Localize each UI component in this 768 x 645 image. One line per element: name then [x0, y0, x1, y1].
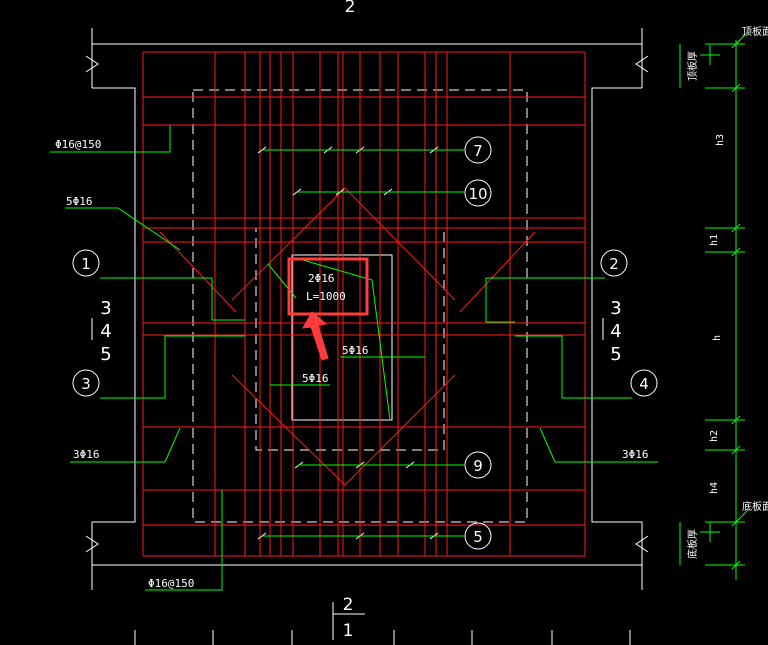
dim-h3: h3: [715, 134, 726, 146]
svg-text:4: 4: [610, 321, 621, 342]
side-numbers-right: 3 4 5: [610, 298, 621, 365]
highlight-box: [287, 257, 369, 316]
elevation-labels: 顶板面 顶板厚 底板面 底板厚: [686, 25, 768, 559]
rebar-ticks: [257, 146, 439, 540]
callout-3: [72, 369, 100, 397]
dimension-labels: h3 h1 h h2 h4: [709, 134, 726, 494]
highlight-line2: L=1000: [306, 290, 346, 303]
svg-text:4: 4: [100, 321, 111, 342]
section-mark-bottom-top: 2: [343, 595, 354, 615]
label-5phi16-right: 5Φ16: [342, 344, 369, 357]
label-5phi16-left: 5Φ16: [302, 372, 329, 385]
dim-h4: h4: [709, 482, 720, 494]
svg-text:3: 3: [610, 298, 621, 319]
callout-4-label: 4: [639, 375, 649, 393]
svg-text:5: 5: [100, 344, 111, 365]
callout-10: [464, 179, 492, 207]
leader-lines: [50, 31, 749, 591]
label-3phi16-right: 3Φ16: [622, 448, 649, 461]
dim-h1: h1: [709, 234, 720, 246]
callout-labels: 7 10 1 2 3 4 9 5: [81, 142, 649, 546]
side-numbers-left: 3 4 5: [100, 298, 111, 365]
callout-5-label: 5: [473, 528, 483, 546]
label-3phi16-left: 3Φ16: [73, 448, 100, 461]
label-top-slab: Φ16@150: [55, 138, 101, 151]
callout-1-label: 1: [81, 255, 91, 273]
section-mark-bottom: 2 1: [332, 595, 365, 641]
dim-h2: h2: [709, 430, 720, 442]
highlight-line1: 2Φ16: [308, 272, 335, 285]
svg-text:5: 5: [610, 344, 621, 365]
svg-text:3: 3: [100, 298, 111, 319]
dim-h: h: [712, 335, 723, 341]
callout-2-label: 2: [609, 255, 619, 273]
callout-7: [464, 136, 492, 164]
callouts: [72, 136, 658, 550]
section-mark-top: 2: [345, 0, 356, 17]
callout-2: [600, 249, 628, 277]
elevation-markers: [700, 45, 720, 542]
highlight-annotation: 2Φ16 L=1000: [287, 257, 369, 361]
elev-bottom-thickness: 底板厚: [686, 529, 699, 559]
bottom-ticks: [134, 630, 631, 645]
callout-1: [72, 249, 100, 277]
callout-5: [464, 522, 492, 550]
label-bottom-slab: Φ16@150: [148, 577, 194, 590]
label-5phi16-upper: 5Φ16: [66, 195, 93, 208]
callout-9: [464, 451, 492, 479]
callout-7-label: 7: [473, 142, 483, 160]
callout-3-label: 3: [81, 375, 91, 393]
concrete-outline: [85, 28, 649, 590]
callout-9-label: 9: [473, 457, 483, 475]
section-mark-bottom-bottom: 1: [343, 621, 354, 641]
elev-bottom: 底板面: [742, 500, 768, 513]
highlight-arrow: [302, 311, 329, 361]
elev-top-thickness: 顶板厚: [686, 51, 699, 81]
elev-top: 顶板面: [742, 25, 768, 38]
callout-4: [630, 369, 658, 397]
callout-10-label: 10: [468, 185, 487, 203]
rebar-lines: [142, 51, 586, 557]
